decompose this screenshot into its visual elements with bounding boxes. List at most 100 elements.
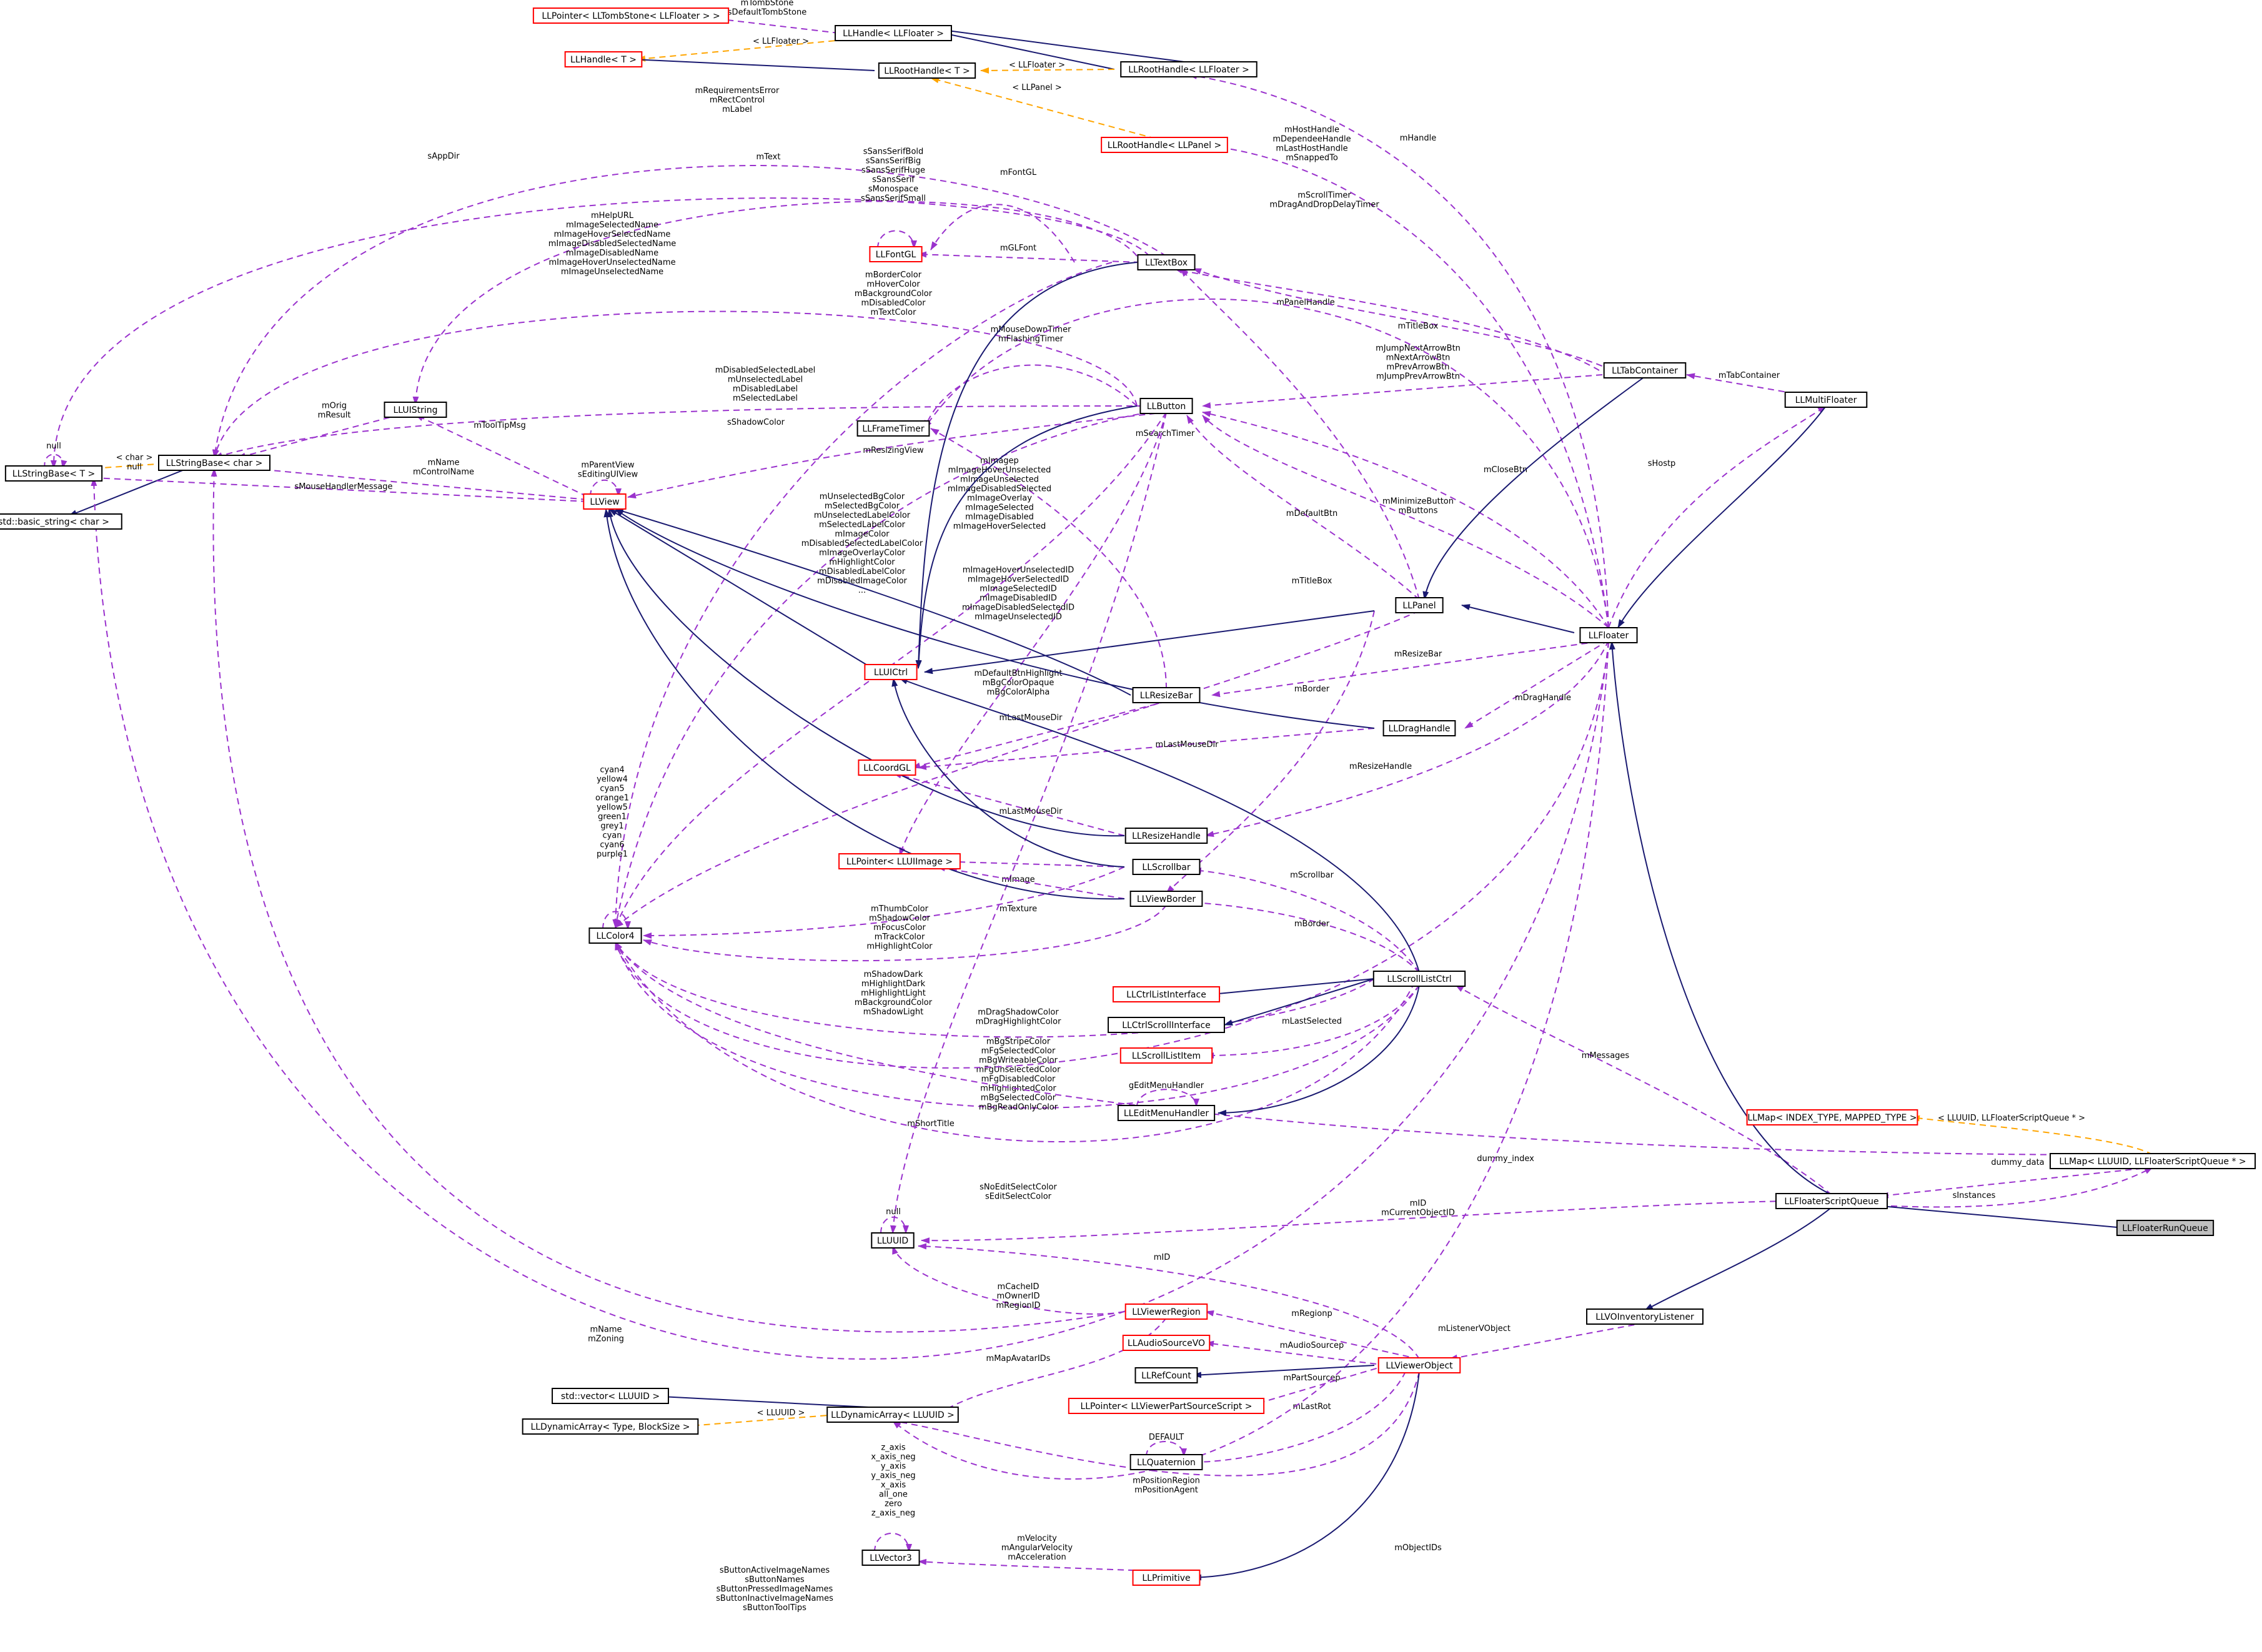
edge-label-line: dummy_index [1477,1154,1534,1164]
class-node-basic_string[interactable]: std::basic_string< char > [0,513,122,530]
class-node-viewerregion[interactable]: LLViewerRegion [1124,1303,1208,1320]
edge-line [1180,268,1420,600]
edge-label: null [886,1207,901,1217]
class-node-editmenuhandler[interactable]: LLEditMenuHandler [1117,1105,1216,1121]
class-node-scriptqueue[interactable]: LLFloaterScriptQueue [1775,1193,1888,1209]
edge-label: gEditMenuHandler [1129,1081,1204,1091]
class-node-uuid[interactable]: LLUUID [871,1232,915,1249]
class-node-framettimer[interactable]: LLFrameTimer [856,420,930,437]
class-node-textbox[interactable]: LLTextBox [1137,254,1196,270]
class-node-label: LLVector3 [870,1553,912,1563]
class-node-resizehandle[interactable]: LLResizeHandle [1124,828,1208,844]
class-node-quaternion[interactable]: LLQuaternion [1129,1454,1203,1470]
edge-label-line: grey1 [600,822,623,831]
class-node-dynarray_type[interactable]: LLDynamicArray< Type, BlockSize > [522,1418,699,1435]
edge-line [613,412,1150,928]
class-node-panel[interactable]: LLPanel [1395,597,1444,613]
class-node-ptr_uiimage[interactable]: LLPointer< LLUIImage > [838,853,961,869]
class-node-tombstone[interactable]: LLPointer< LLTombStone< LLFloater > > [532,7,730,24]
class-node-button[interactable]: LLButton [1139,398,1193,414]
class-node-vector3[interactable]: LLVector3 [861,1550,920,1566]
class-node-vector_uuid[interactable]: std::vector< LLUUID > [552,1388,669,1404]
edge-e_sinstances: sInstances [1880,1167,2153,1208]
class-node-ptr_partsource[interactable]: LLPointer< LLViewerPartSourceScript > [1068,1398,1265,1414]
class-node-stringbase_t[interactable]: LLStringBase< T > [4,465,103,482]
edge-e_handle_tmpl: < LLFloater > [637,37,856,62]
class-node-ctrlscrollinterface[interactable]: LLCtrlScrollInterface [1108,1017,1225,1033]
class-node-label: LLFloater [1589,631,1629,641]
class-node-resizebar[interactable]: LLResizeBar [1132,687,1201,703]
edge-label-line: mAcceleration [1008,1553,1066,1562]
class-node-ctrllistinterface[interactable]: LLCtrlListInterface [1112,986,1221,1002]
class-node-label: std::vector< LLUUID > [561,1392,660,1402]
class-node-handle_floater[interactable]: LLHandle< LLFloater > [835,25,952,41]
class-node-handle_t[interactable]: LLHandle< T > [564,51,643,67]
edge-label-line: mHandle [1400,134,1437,143]
edge-label-line: mRequirementsError [695,86,780,96]
edge-line [930,77,1156,139]
edge-label: mFontGL [1000,168,1037,177]
class-node-scrolllistitem[interactable]: LLScrollListItem [1119,1047,1213,1064]
edge-label-line: sButtonInactiveImageNames [716,1594,833,1603]
edge-label-line: mLastMouseDir [1156,740,1219,749]
edge-label: sShadowColor [727,418,785,427]
class-node-map_index[interactable]: LLMap< INDEX_TYPE, MAPPED_TYPE > [1746,1109,1918,1125]
class-node-roothandle_panel[interactable]: LLRootHandle< LLPanel > [1101,137,1228,153]
edge-line [943,27,1189,63]
class-node-voinventory[interactable]: LLVOInventoryListener [1586,1308,1704,1325]
class-node-box [1137,254,1196,270]
class-node-runqueue[interactable]: LLFloaterRunQueue [2116,1220,2215,1236]
edge-label-line: mResult [318,411,351,420]
class-node-uistring[interactable]: LLUIString [384,402,447,418]
class-node-view[interactable]: LLView [583,493,627,510]
edge-label-line: mButtons [1399,507,1438,516]
edge-label-line: mUnselectedBgColor [820,492,905,502]
class-node-scrolllistctrl[interactable]: LLScrollListCtrl [1372,971,1466,987]
edge-label-line: mListenerVObject [1438,1324,1510,1333]
edge-label-line: mBgStripeColor [986,1037,1051,1047]
class-node-stringbase_char[interactable]: LLStringBase< char > [158,455,270,471]
class-node-label: LLHandle< LLFloater > [843,29,944,39]
class-node-viewerobject[interactable]: LLViewerObject [1377,1357,1461,1373]
edge-label-line: cyan4 [600,766,624,775]
edge-label-line: mLastSelected [1282,1017,1342,1026]
class-node-roothandle_t[interactable]: LLRootHandle< T > [878,62,976,79]
edge-label-line: mPositionRegion [1133,1476,1200,1486]
edge-label-line: mBgColorOpaque [983,678,1054,688]
class-node-floater[interactable]: LLFloater [1579,627,1638,643]
edge-label-line: mFgDisabledColor [981,1075,1056,1084]
edge-label-line: mSnappedTo [1286,154,1338,163]
class-node-dynarray_uuid[interactable]: LLDynamicArray< LLUUID > [826,1407,959,1423]
class-node-primitive[interactable]: LLPrimitive [1132,1570,1201,1586]
edge-line [936,1317,1167,1415]
edge-label: mLastRot [1292,1402,1331,1412]
edge-label: mMessages [1582,1051,1630,1061]
class-node-draghandle[interactable]: LLDragHandle [1382,720,1456,736]
class-node-viewborder[interactable]: LLViewBorder [1129,891,1203,907]
class-node-scrollbar[interactable]: LLScrollbar [1132,859,1201,875]
class-node-fontgl[interactable]: LLFontGL [869,246,923,262]
edge-label: mTitleBox [1398,322,1439,331]
class-node-uictrl[interactable]: LLUICtrl [864,664,918,680]
edge-e_geditmenu: gEditMenuHandler [1129,1081,1204,1107]
edge-line [1609,641,1832,1195]
edge-label-line: < LLUUID > [757,1408,805,1418]
class-node-roothandle_floater[interactable]: LLRootHandle< LLFloater > [1120,61,1257,77]
edge-label: mBorder [1294,919,1330,929]
class-node-label: LLStringBase< T > [12,469,95,479]
edge-line [602,911,631,930]
class-node-refcount[interactable]: LLRefCount [1134,1367,1198,1383]
class-node-box [1108,1017,1225,1033]
class-node-audiosource[interactable]: LLAudioSourceVO [1122,1335,1211,1351]
class-node-multifloater[interactable]: LLMultiFloater [1784,392,1868,408]
class-node-tabcontainer[interactable]: LLTabContainer [1603,362,1687,378]
edge-label-line: mResizingView [863,446,924,455]
class-node-color4[interactable]: LLColor4 [588,927,642,944]
edge-label-line: y_axis_neg [871,1471,915,1481]
class-node-coordgl[interactable]: LLCoordGL [858,759,916,776]
class-node-map_uuid[interactable]: LLMap< LLUUID, LLFloaterScriptQueue * > [2049,1153,2256,1169]
